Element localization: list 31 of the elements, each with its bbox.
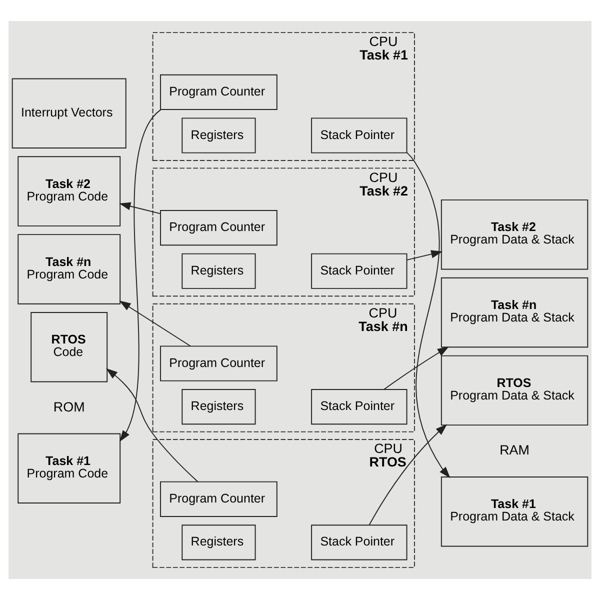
node-box: Stack Pointer [311, 252, 408, 288]
arrow [368, 424, 448, 525]
node-box: Registers [182, 524, 256, 560]
arrow [119, 108, 162, 442]
node-box: Task #1 Program Code [18, 432, 121, 503]
arrow [406, 250, 443, 260]
arrow [383, 346, 449, 390]
node-box: RTOS Code [30, 312, 108, 382]
node-box: RTOS Program Data & Stack [440, 354, 588, 426]
node-box: Task #2 Program Data & Stack [440, 198, 588, 270]
node-box: Program Counter [160, 210, 278, 246]
arrow [119, 300, 191, 346]
label: RAM [500, 442, 530, 458]
node-box: Registers [182, 252, 256, 288]
node-box: Task #2 Program Code [18, 156, 121, 226]
node-box: Stack Pointer [311, 388, 408, 424]
node-box: Registers [182, 117, 256, 153]
node-box: Task #n Program Data & Stack [440, 276, 588, 348]
node-box: Interrupt Vectors [12, 78, 126, 148]
node-box: Task #1 Program Data & Stack [440, 476, 588, 546]
node-box: Program Counter [160, 345, 278, 381]
node-box: Program Counter [160, 74, 278, 110]
node-box: Registers [182, 388, 256, 424]
node-box: Task #n Program Code [18, 234, 121, 304]
node-box: Program Counter [160, 480, 278, 516]
arrow [406, 152, 450, 478]
node-box: Stack Pointer [311, 524, 408, 560]
node-box: Stack Pointer [311, 117, 408, 153]
label: ROM [53, 398, 85, 414]
arrow [119, 202, 161, 214]
arrow [106, 368, 198, 482]
